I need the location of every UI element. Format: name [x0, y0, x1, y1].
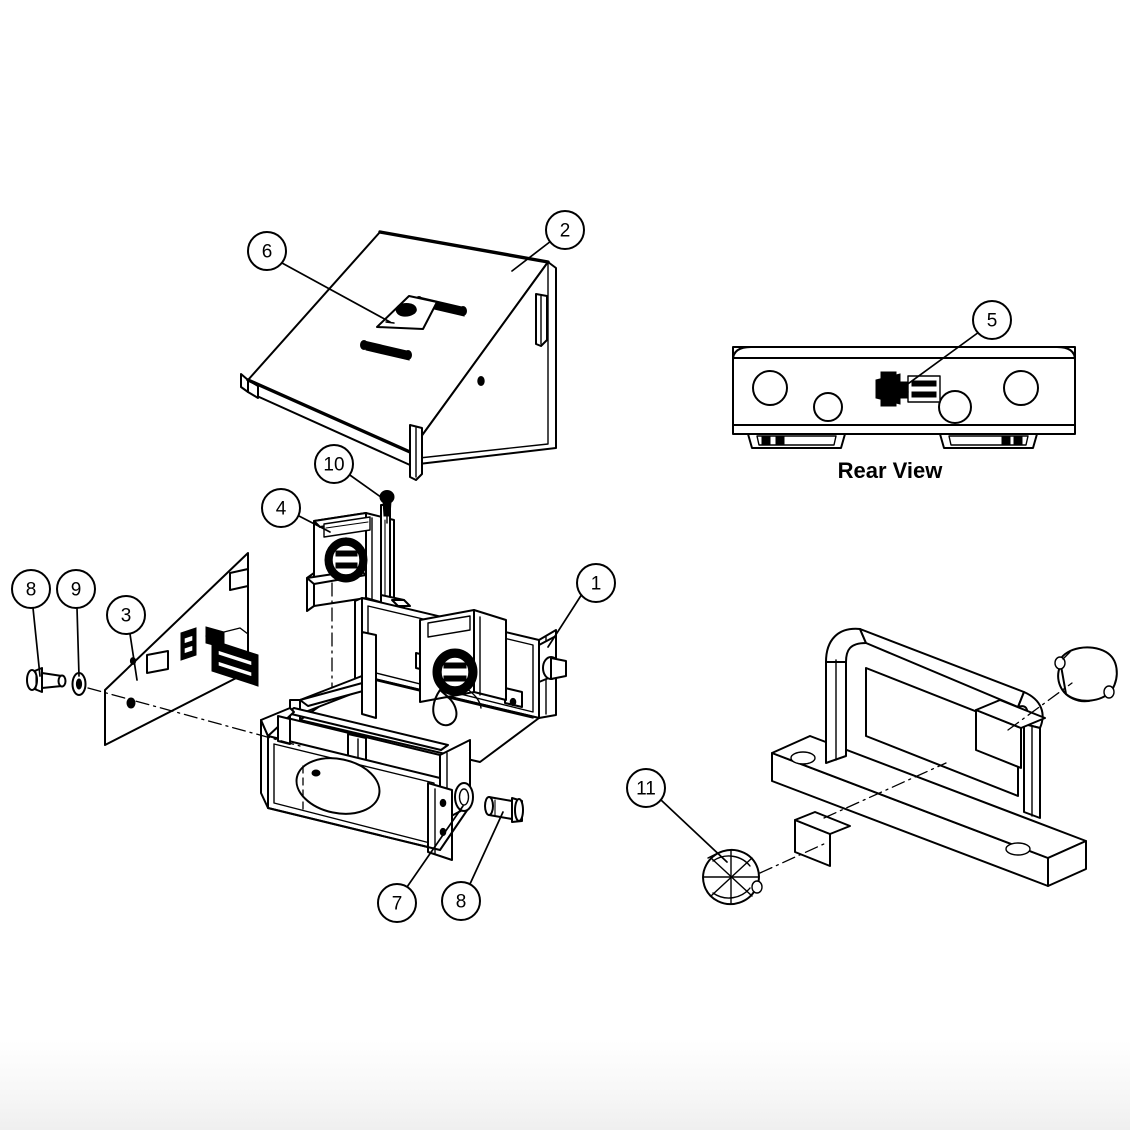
clamp-cap-lower: [702, 848, 763, 906]
callout-3-number: 3: [121, 606, 132, 627]
part-switch-bracket: [306, 504, 411, 801]
part-bolt-left: [26, 667, 67, 693]
callout-8b-circle[interactable]: [441, 881, 481, 921]
leader-8b: [469, 811, 504, 885]
callout-11-circle[interactable]: [626, 768, 666, 808]
callout-5-circle[interactable]: [972, 300, 1012, 340]
callout-6[interactable]: 6: [247, 231, 287, 271]
callout-1-number: 1: [591, 574, 602, 595]
view-handle-bracket: [702, 627, 1118, 906]
leader-7: [406, 805, 464, 888]
callout-leaders: [32, 240, 980, 888]
callout-3-circle[interactable]: [106, 595, 146, 635]
callout-9-number: 9: [71, 580, 82, 601]
leader-10: [346, 472, 386, 501]
callout-3[interactable]: 3: [106, 595, 146, 635]
callout-bubbles: 6 2 10 4 1 8: [11, 210, 1012, 923]
callout-4[interactable]: 4: [261, 488, 301, 528]
view-rear: Rear View: [732, 346, 1076, 483]
warning-decal-icon: [376, 295, 438, 330]
rear-connector: [875, 371, 941, 407]
callout-6-number: 6: [262, 242, 273, 263]
callout-10-number: 10: [323, 455, 344, 476]
callout-11[interactable]: 11: [626, 768, 666, 808]
leader-1: [547, 593, 583, 648]
connector-block: [180, 626, 259, 687]
callout-10-circle[interactable]: [314, 444, 354, 484]
callout-2[interactable]: 2: [545, 210, 585, 250]
callout-4-circle[interactable]: [261, 488, 301, 528]
leader-11: [660, 799, 728, 863]
leader-3: [129, 633, 138, 681]
callout-7[interactable]: 7: [377, 883, 417, 923]
leader-6: [281, 262, 391, 323]
callout-1[interactable]: 1: [576, 563, 616, 603]
part-washer-right: [454, 782, 474, 812]
leader-5: [904, 331, 980, 387]
callout-5-number: 5: [987, 311, 998, 332]
leader-9: [76, 607, 80, 677]
inner-switch: [419, 609, 507, 727]
callout-11-number: 11: [636, 779, 656, 800]
leader-2: [511, 240, 552, 272]
callout-7-circle[interactable]: [377, 883, 417, 923]
callout-8-circle[interactable]: [11, 569, 51, 609]
callout-4-number: 4: [276, 499, 287, 520]
callout-9-circle[interactable]: [56, 569, 96, 609]
callout-8-number: 8: [26, 580, 37, 601]
callout-8b-number: 8: [456, 892, 467, 913]
callout-2-number: 2: [560, 221, 571, 242]
callout-2-circle[interactable]: [545, 210, 585, 250]
callout-7-number: 7: [392, 894, 403, 915]
leader-4: [298, 515, 331, 533]
callout-8[interactable]: 8: [11, 569, 51, 609]
rear-view-label: Rear View: [838, 458, 944, 483]
clamp-cap-upper: [1054, 646, 1118, 703]
part-bolt-right: [484, 796, 524, 823]
callout-1-circle[interactable]: [576, 563, 616, 603]
callout-8b[interactable]: 8: [441, 881, 481, 921]
callout-6-circle[interactable]: [247, 231, 287, 271]
callout-5[interactable]: 5: [972, 300, 1012, 340]
part-lower-enclosure: [260, 707, 471, 861]
callout-9[interactable]: 9: [56, 569, 96, 609]
leader-8: [32, 607, 41, 677]
part-connector-plate: [87, 552, 301, 747]
callout-10[interactable]: 10: [314, 444, 354, 484]
part-top-cover: [240, 230, 557, 481]
